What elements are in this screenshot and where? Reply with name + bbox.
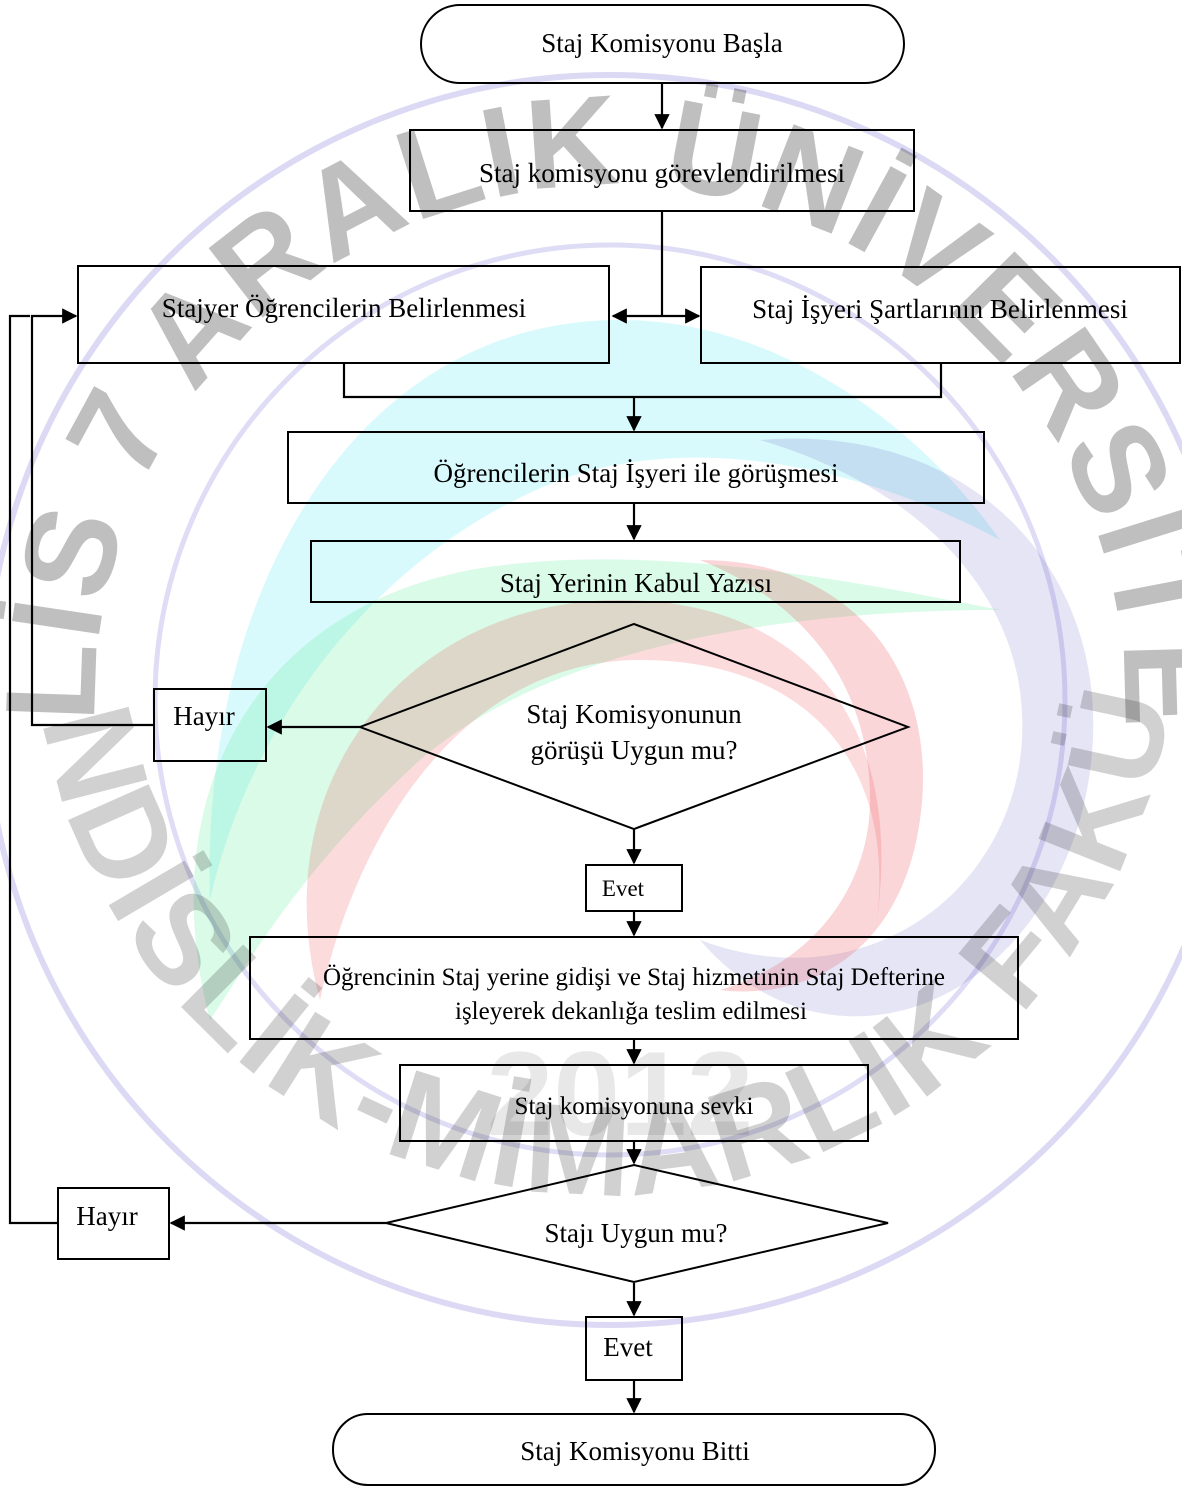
node-decision2-label: Stajı Uygun mu? [545,1218,728,1248]
node-decision1: Staj Komisyonunun görüşü Uygun mu? [357,622,911,831]
node-interview: Öğrencilerin Staj İşyeri ile görüşmesi [287,431,985,504]
node-decision1-line1: Staj Komisyonunun [526,699,742,729]
node-students: Stajyer Öğrencilerin Belirlenmesi [77,265,610,364]
seal-red-inner-arc [700,560,924,992]
node-assign-label: Staj komisyonu görevlendirilmesi [479,158,845,188]
node-decision2: Stajı Uygun mu? [385,1163,889,1284]
seal-purple-arc [700,438,1094,1017]
node-internship-line1: Öğrencinin Staj yerine gidişi ve Staj hi… [323,964,945,991]
node-yes2: Evet [585,1316,683,1381]
seal-green-swoosh [193,559,1000,1020]
connectors [8,83,943,1414]
seal-cyan-swoosh [209,320,1000,900]
node-internship: Öğrencinin Staj yerine gidişi ve Staj hi… [249,936,1019,1040]
node-no1: Hayır [153,688,267,762]
node-decision1-line2: görüşü Uygun mu? [531,735,738,765]
edge-no1-loop [30,308,154,727]
seal-outer-ring [0,72,1182,1328]
node-yes2-label: Evet [603,1332,653,1362]
node-no2: Hayır [57,1187,170,1260]
node-interview-label: Öğrencilerin Staj İşyeri ile görüşmesi [434,458,839,488]
node-referral-label: Staj komisyonuna sevki [515,1093,754,1120]
node-assign: Staj komisyonu görevlendirilmesi [409,129,915,212]
node-no2-label: Hayır [76,1201,137,1231]
node-conditions-label: Staj İşyeri Şartlarının Belirlenmesi [752,294,1128,324]
edge-no2-loop [8,314,58,1225]
node-students-label: Stajyer Öğrencilerin Belirlenmesi [162,293,526,323]
node-end-label: Staj Komisyonu Bitti [520,1436,750,1466]
node-conditions: Staj İşyeri Şartlarının Belirlenmesi [700,266,1181,364]
watermark-year: 2012 [487,1027,754,1161]
node-yes1: Evet [585,864,683,912]
edge-merge [342,363,943,399]
node-end: Staj Komisyonu Bitti [332,1413,936,1486]
seal-red-arc [306,600,882,1000]
node-acceptance-label: Staj Yerinin Kabul Yazısı [500,568,772,598]
node-referral: Staj komisyonuna sevki [399,1064,869,1142]
node-start: Staj Komisyonu Başla [420,4,905,84]
node-internship-line2: işleyerek dekanlığa teslim edilmesi [455,998,807,1025]
node-acceptance: Staj Yerinin Kabul Yazısı [310,540,961,603]
node-start-label: Staj Komisyonu Başla [541,28,783,58]
node-no1-label: Hayır [173,701,234,731]
node-yes1-label: Evet [602,876,645,901]
